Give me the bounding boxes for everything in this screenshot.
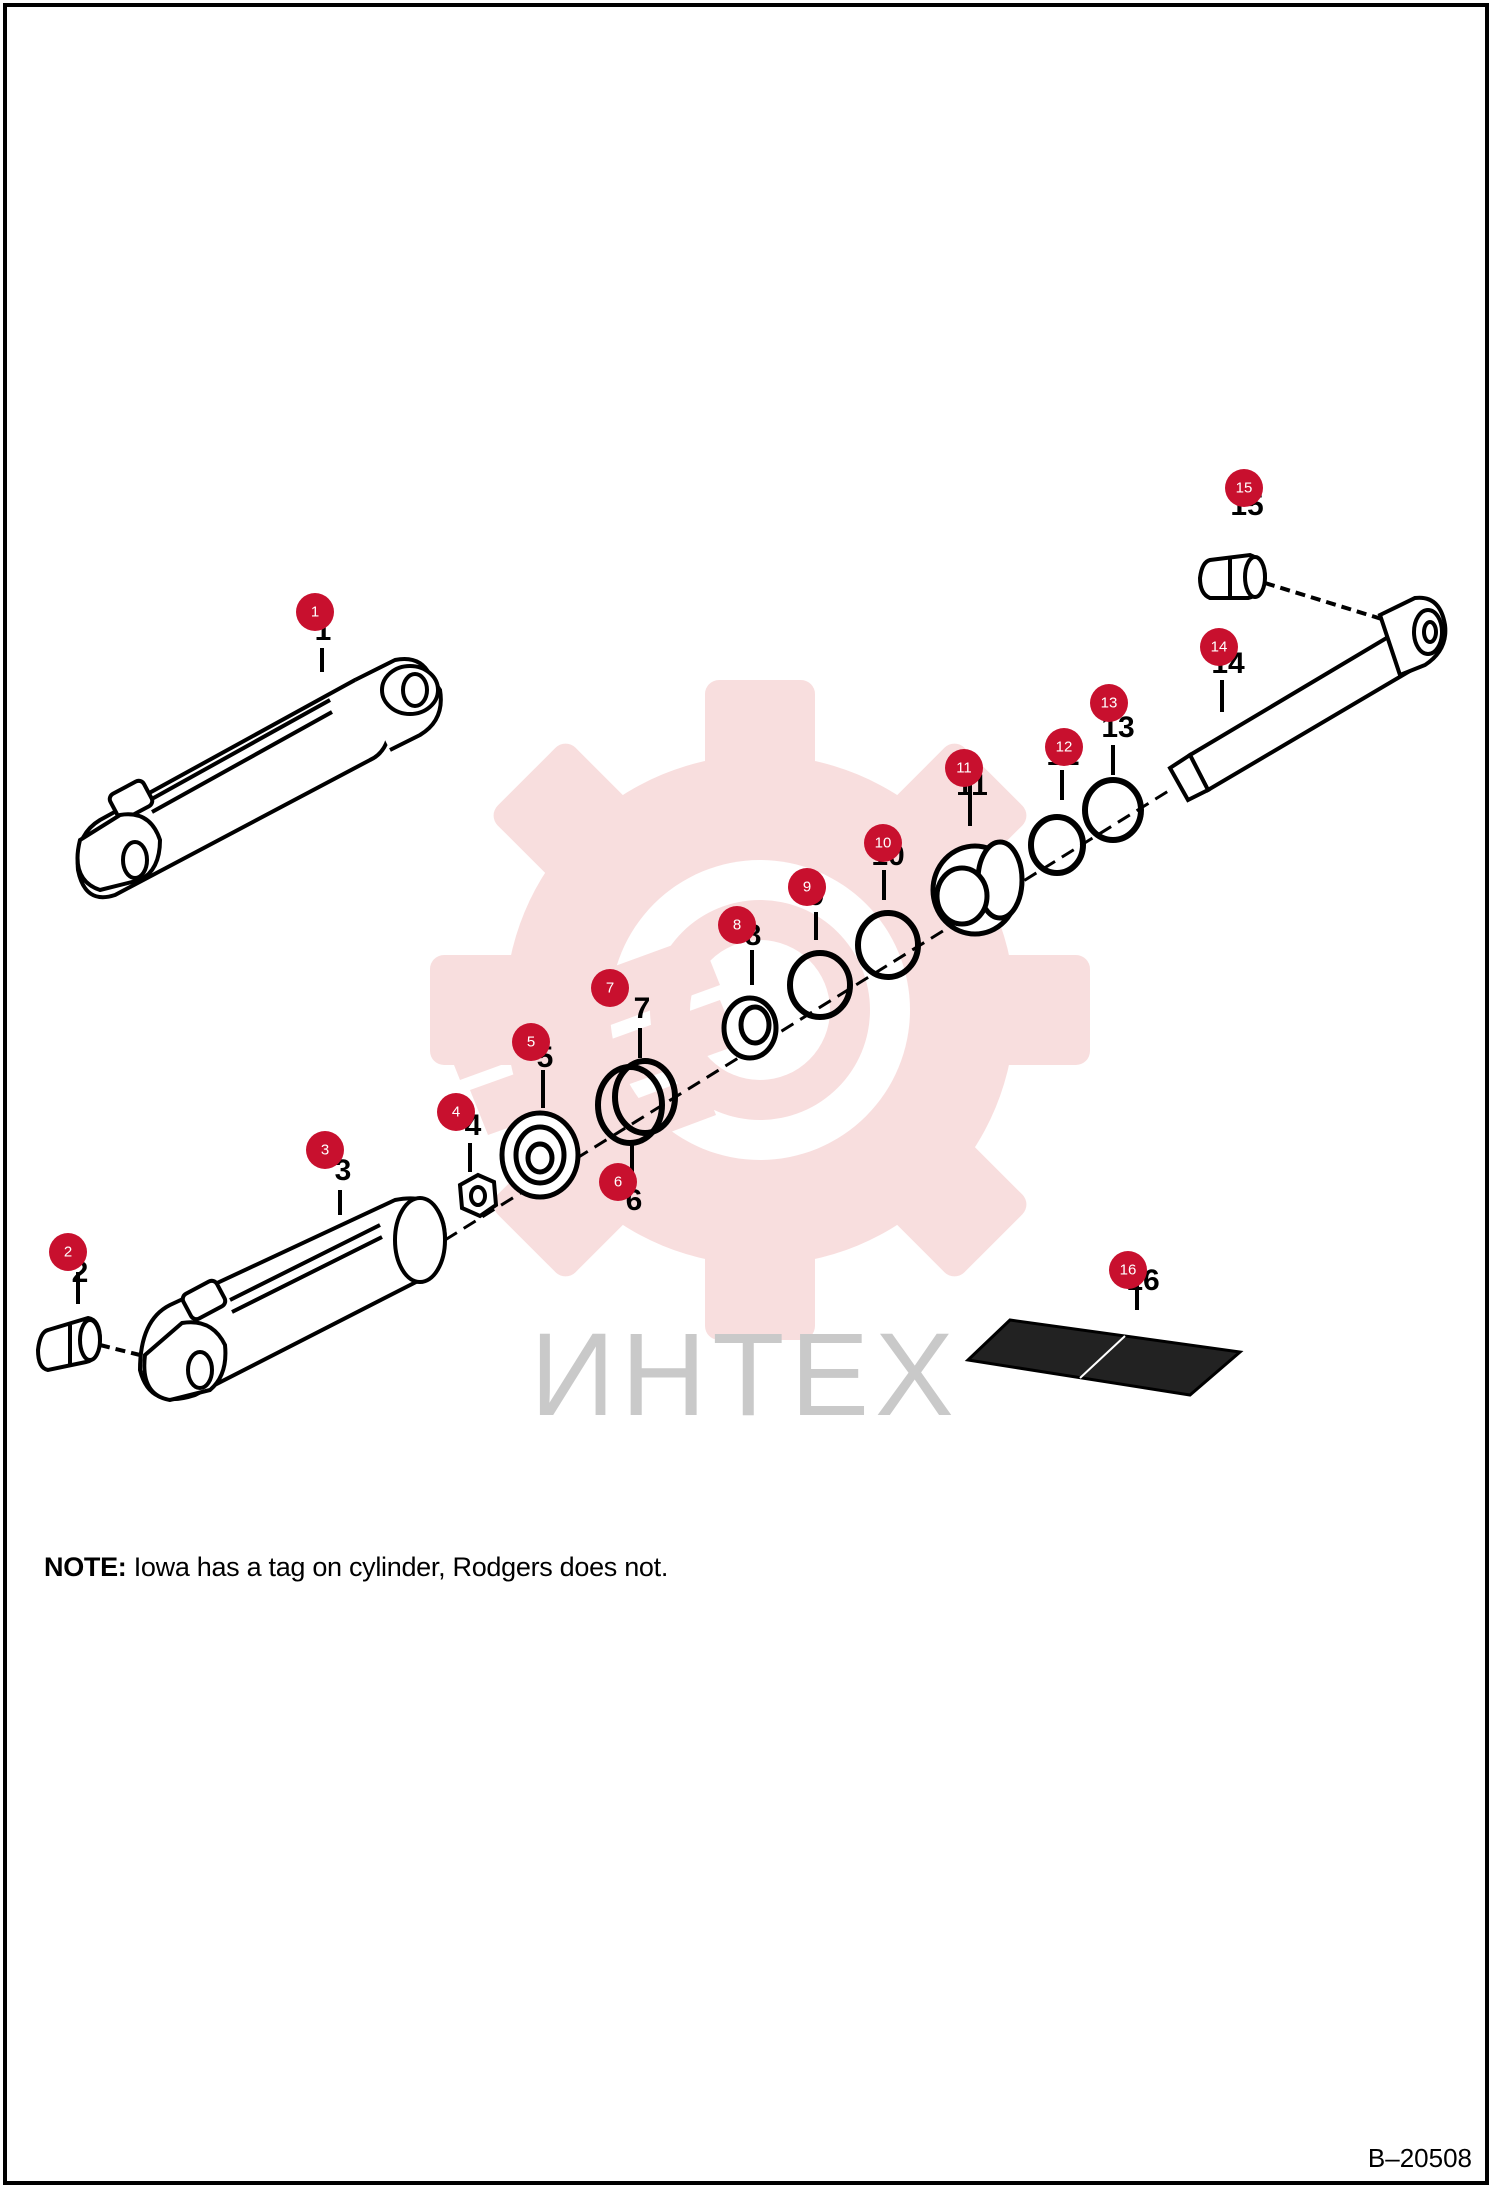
callout-label: 2	[64, 1244, 72, 1261]
callout-7[interactable]: 7	[591, 969, 629, 1007]
callout-10[interactable]: 10	[864, 824, 902, 862]
callout-marker-icon	[49, 1233, 87, 1271]
svg-text:7: 7	[634, 992, 651, 1025]
callout-label: 8	[733, 917, 741, 934]
callout-marker-icon	[1090, 684, 1128, 722]
callout-marker-icon	[718, 906, 756, 944]
callout-marker-icon	[1200, 628, 1238, 666]
callout-marker-icon	[512, 1023, 550, 1061]
figure-reference: B–20508	[1367, 2143, 1472, 2173]
callout-marker-icon	[591, 969, 629, 1007]
rod-bushing-illustration	[1197, 552, 1386, 622]
cylinder-assembly-illustration	[75, 657, 443, 900]
callout-label: 12	[1056, 739, 1073, 756]
note-text: NOTE: Iowa has a tag on cylinder, Rodger…	[44, 1552, 668, 1583]
callout-13[interactable]: 13	[1090, 684, 1128, 722]
rod-seal-illustration	[1028, 814, 1086, 876]
bushing-illustration	[35, 1315, 141, 1373]
page-border	[3, 3, 1489, 2185]
callout-label: 3	[321, 1142, 329, 1159]
nut-illustration	[457, 1172, 499, 1219]
cylinder-barrel-illustration	[137, 1196, 448, 1403]
callout-marker-icon	[437, 1093, 475, 1131]
callout-marker-icon	[599, 1163, 637, 1201]
piston-seal-illustration	[595, 1058, 678, 1146]
callout-2[interactable]: 2	[49, 1233, 87, 1271]
callout-label: 9	[803, 879, 811, 896]
wiper-seal-illustration	[1082, 777, 1144, 843]
callout-15[interactable]: 15	[1225, 469, 1263, 507]
backup-ring-illustration	[855, 910, 921, 980]
callout-4[interactable]: 4	[437, 1093, 475, 1131]
callout-label: 16	[1120, 1262, 1137, 1279]
callout-label: 4	[452, 1104, 460, 1121]
callout-8[interactable]: 8	[718, 906, 756, 944]
callout-label: 5	[527, 1034, 535, 1051]
callout-marker-icon	[864, 824, 902, 862]
callout-label: 14	[1211, 639, 1228, 656]
callout-marker-icon	[1109, 1251, 1147, 1289]
note-prefix: NOTE:	[44, 1552, 127, 1582]
callout-marker-icon	[296, 593, 334, 631]
callout-marker-icon	[1045, 728, 1083, 766]
callout-5[interactable]: 5	[512, 1023, 550, 1061]
piston-illustration	[499, 1110, 581, 1200]
callout-label: 11	[956, 760, 972, 777]
o-ring-illustration	[787, 950, 853, 1020]
callout-marker-icon	[1225, 469, 1263, 507]
callout-label: 1	[311, 604, 319, 621]
callout-12[interactable]: 12	[1045, 728, 1083, 766]
piston-rod-illustration	[1167, 595, 1448, 803]
callout-1[interactable]: 1	[296, 593, 334, 631]
callout-label: 13	[1101, 695, 1118, 712]
callout-marker-icon	[306, 1131, 344, 1169]
gland-head-illustration	[930, 839, 1025, 937]
callout-label: 6	[614, 1174, 622, 1191]
callout-3[interactable]: 3	[306, 1131, 344, 1169]
callout-11[interactable]: 11	[945, 749, 983, 787]
callout-16[interactable]: 16	[1109, 1251, 1147, 1289]
watermark-text: ИНТЕХ	[530, 1309, 960, 1441]
callout-marker-icon	[945, 749, 983, 787]
callout-label: 7	[606, 980, 614, 997]
callout-label: 10	[875, 835, 892, 852]
callout-14[interactable]: 14	[1200, 628, 1238, 666]
note-body: Iowa has a tag on cylinder, Rodgers does…	[126, 1552, 669, 1582]
decal-illustration	[964, 1318, 1244, 1397]
callout-marker-icon	[788, 868, 826, 906]
callout-6[interactable]: 6	[599, 1163, 637, 1201]
callout-label: 15	[1236, 480, 1253, 497]
wear-ring-illustration	[721, 995, 779, 1061]
callout-9[interactable]: 9	[788, 868, 826, 906]
